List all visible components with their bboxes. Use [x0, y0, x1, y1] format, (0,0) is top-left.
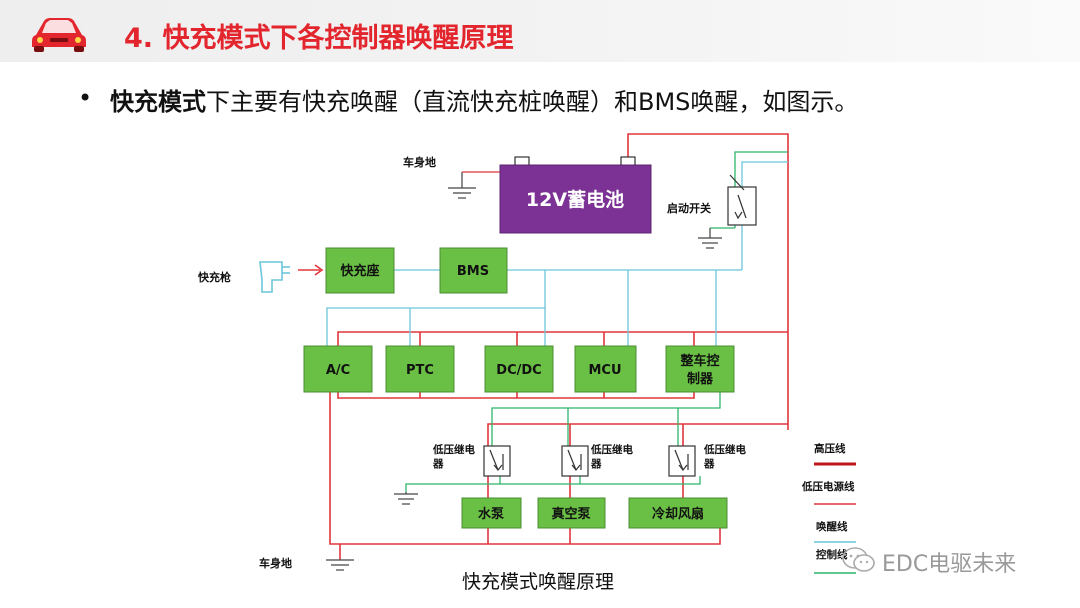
relay-1-label-line1: 低压继电: [432, 443, 475, 456]
legend-low-voltage-label: 低压电源线: [801, 480, 855, 493]
relay-2: [561, 445, 589, 477]
bms-box: BMS: [439, 247, 508, 294]
vacuum-pump-box: 真空泵: [537, 497, 606, 529]
wake-lines: [326, 161, 788, 346]
fan-label: 冷却风扇: [652, 506, 704, 522]
mcu-label: MCU: [588, 363, 621, 378]
battery-label: 12V蓄电池: [526, 188, 624, 211]
body-ground-bottom-label: 车身地: [259, 556, 292, 570]
mcu-box: MCU: [574, 345, 637, 393]
car-icon: [32, 18, 86, 52]
pump-label: 水泵: [478, 506, 504, 522]
dcdc-box: DC/DC: [484, 345, 554, 393]
battery-12v: 12V蓄电池: [499, 156, 652, 234]
relay-3-label-line1: 低压继电: [703, 443, 746, 456]
start-switch-label: 启动开关: [667, 201, 711, 215]
bms-label: BMS: [457, 264, 489, 279]
relay-2-label-line2: 器: [590, 458, 602, 470]
slide-header: [0, 0, 1080, 62]
legend-wake-label: 唤醒线: [816, 520, 848, 533]
ac-box: A/C: [303, 345, 373, 393]
start-switch: [727, 174, 757, 226]
ground-symbol-switch: [698, 228, 722, 249]
relay-3: [668, 445, 696, 477]
dcdc-label: DC/DC: [496, 363, 541, 378]
legend-high-voltage-label: 高压线: [814, 442, 846, 455]
watermark-text: EDC电驱未来: [882, 552, 1017, 577]
charge-gun-label: 快充枪: [197, 270, 231, 284]
legend: 高压线 低压电源线 唤醒线 控制线: [801, 442, 856, 574]
charge-port-box: 快充座: [325, 247, 395, 294]
power-lines: [298, 133, 789, 560]
vcu-label-line2: 制器: [687, 371, 714, 387]
vacuum-pump-label: 真空泵: [551, 506, 590, 522]
legend-control-label: 控制线: [816, 548, 848, 561]
vcu-label-line1: 整车控: [679, 353, 719, 369]
bullet-dot: •: [78, 84, 93, 112]
relay-3-label-line2: 器: [703, 458, 715, 470]
diagram-caption: 快充模式唤醒原理: [462, 571, 614, 593]
ac-label: A/C: [326, 363, 350, 378]
relay-2-label-line1: 低压继电: [590, 443, 633, 456]
bullet-rest-text: 下主要有快充唤醒（直流快充桩唤醒）和BMS唤醒，如图示。: [206, 88, 859, 116]
fan-box: 冷却风扇: [628, 497, 728, 529]
charge-port-label: 快充座: [340, 263, 379, 279]
page-title: 4. 快充模式下各控制器唤醒原理: [124, 23, 514, 54]
ptc-box: PTC: [385, 345, 455, 393]
vcu-box: 整车控 制器: [665, 345, 735, 393]
ground-symbol-relay: [394, 492, 418, 505]
relay-1-label-line2: 器: [432, 458, 444, 470]
wechat-icon: [842, 547, 875, 572]
watermark: EDC电驱未来: [842, 544, 1052, 578]
ptc-label: PTC: [406, 363, 434, 378]
body-ground-top-label: 车身地: [403, 155, 436, 169]
bullet-bold-text: 快充模式: [110, 88, 206, 116]
ground-symbol-bottom: [326, 559, 354, 571]
charge-gun-icon: [259, 261, 290, 293]
relay-1: [483, 445, 511, 477]
pump-box: 水泵: [461, 497, 522, 529]
ground-symbol-top: [448, 171, 500, 199]
bullet-text: 快充模式下主要有快充唤醒（直流快充桩唤醒）和BMS唤醒，如图示。: [110, 82, 858, 117]
control-lines: [405, 151, 788, 492]
